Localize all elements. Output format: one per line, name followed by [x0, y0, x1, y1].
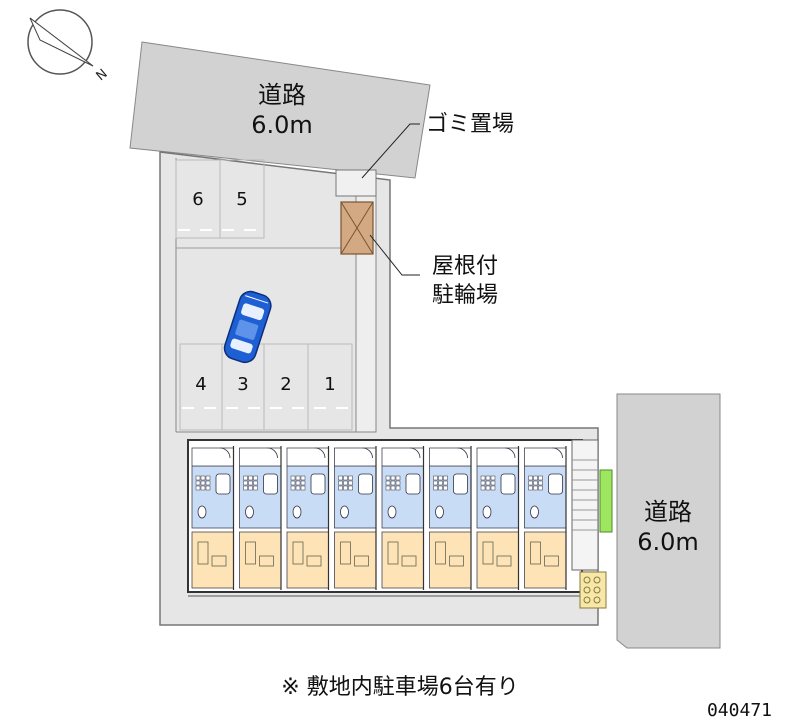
- road-east: [616, 393, 721, 649]
- parking-bottom-row: 4 3 2 1: [179, 343, 353, 431]
- road-east-width: 6.0m: [637, 528, 699, 556]
- bicycle-label-2: 駐輪場: [432, 283, 498, 308]
- compass-letter: N: [94, 66, 111, 84]
- parking-note: ※ 敷地内駐車場6台有り: [281, 675, 518, 700]
- road-north-name: 道路: [258, 81, 306, 109]
- road-north: [129, 41, 431, 179]
- parking-slot-4: 4: [195, 374, 206, 395]
- leader-garbage: [361, 123, 420, 179]
- leader-bicycle: [369, 234, 420, 276]
- apartment-unit: [239, 446, 282, 590]
- parking-slot-2: 2: [280, 374, 291, 395]
- apartment-unit: [381, 446, 425, 590]
- apartment-unit: [476, 446, 520, 590]
- apartment-unit: [191, 446, 235, 590]
- property-code: 040471: [707, 700, 772, 721]
- apartment-unit: [429, 446, 472, 590]
- compass-icon: N: [27, 9, 111, 84]
- parking-slot-6: 6: [192, 189, 203, 210]
- car-icon: [223, 290, 272, 364]
- parking-slot-1: 1: [324, 374, 335, 395]
- road-north-width: 6.0m: [251, 111, 313, 139]
- apartment-units: [188, 446, 582, 597]
- corridor: [571, 439, 599, 571]
- parking-slot-3: 3: [237, 374, 248, 395]
- storage-shed: [579, 571, 607, 609]
- apartment-unit: [286, 446, 330, 590]
- road-east-name: 道路: [644, 498, 692, 526]
- green-strip: [599, 469, 613, 533]
- apartment-unit: [524, 446, 567, 590]
- bicycle-label-1: 屋根付: [432, 254, 498, 279]
- apartment-unit: [334, 446, 377, 590]
- garbage-area: [335, 169, 377, 197]
- parking-top-row: 6 5: [175, 159, 356, 249]
- garbage-label: ゴミ置場: [426, 112, 514, 137]
- parking-slot-5: 5: [236, 189, 247, 210]
